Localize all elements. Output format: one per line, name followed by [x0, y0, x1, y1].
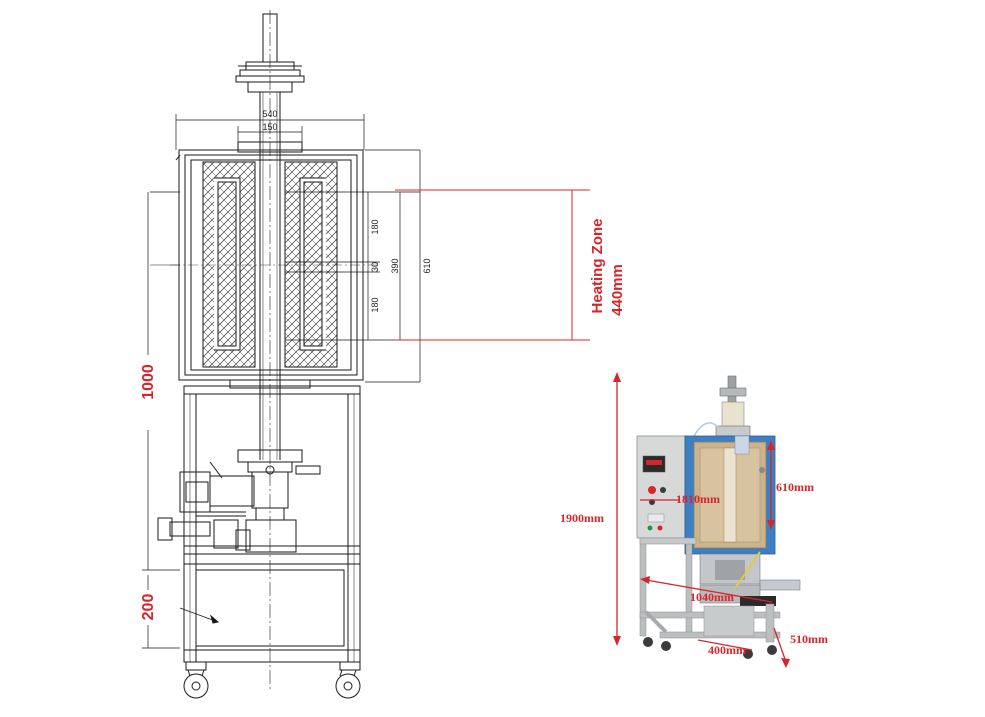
furnace-photo — [636, 375, 801, 659]
dim-1900mm-label: 1900mm — [560, 511, 604, 525]
insulation-right — [284, 161, 338, 368]
dim-1000-label: 1000 — [140, 364, 157, 400]
dim-400mm-label: 400mm — [708, 643, 746, 657]
caster-left — [183, 661, 209, 699]
heating-zone-bracket — [395, 189, 590, 341]
photo-dimension-arrows — [613, 372, 790, 668]
process-tube — [259, 92, 281, 460]
insulation-left — [202, 161, 256, 368]
drawing-dim-labels: 540 150 610 390 180 30 180 1000 200 Heat… — [140, 109, 626, 620]
stand-frame — [179, 385, 361, 663]
left-dimension-lines — [142, 192, 180, 649]
dim-1810mm-label: 1810mm — [676, 492, 720, 506]
top-rod — [235, 10, 305, 690]
dim-1040mm-label: 1040mm — [690, 590, 734, 604]
dim-390-label: 390 — [390, 258, 400, 273]
dim-540-label: 540 — [262, 109, 277, 119]
heating-zone-length: 440mm — [609, 264, 626, 316]
dim-150-label: 150 — [262, 122, 277, 132]
dim-610-label: 610 — [422, 258, 432, 273]
technical-drawing — [142, 10, 590, 699]
dim-200-label: 200 — [140, 594, 157, 621]
heating-zone-title: Heating Zone — [589, 218, 606, 313]
photo-dim-labels: 1900mm 1810mm 610mm 1040mm 400mm 510mm — [560, 480, 828, 657]
dim-610mm-label: 610mm — [776, 480, 814, 494]
heating-zone-lines — [150, 149, 421, 383]
lift-mechanism — [157, 449, 321, 553]
dim-510mm-label: 510mm — [790, 632, 828, 646]
dim-30-label: 30 — [370, 262, 380, 272]
caster-right — [335, 661, 361, 699]
dim-180-upper-label: 180 — [370, 219, 380, 234]
dim-180-lower-label: 180 — [370, 297, 380, 312]
